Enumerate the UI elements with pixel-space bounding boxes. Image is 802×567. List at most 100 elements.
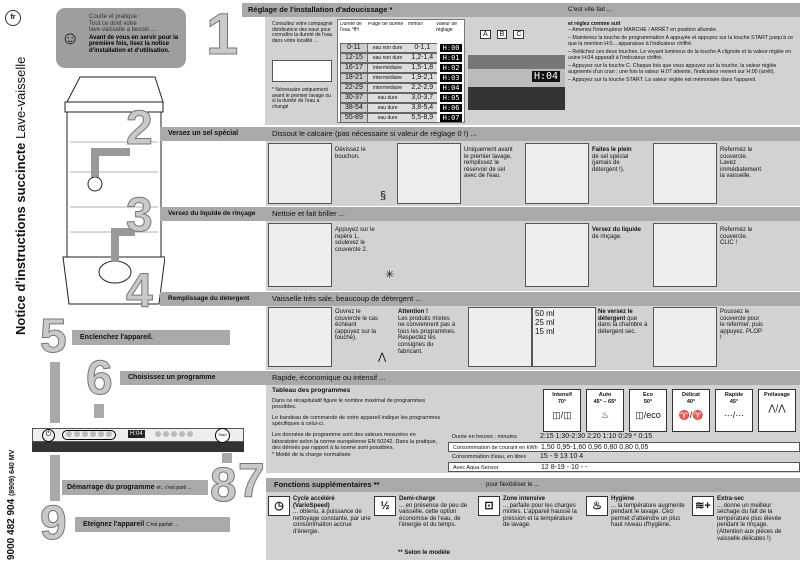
program-name: Prélavage xyxy=(764,392,790,398)
section-6-body xyxy=(266,385,800,473)
settings-panel-illustration: H:04 xyxy=(468,55,565,110)
key-b-button[interactable] xyxy=(487,72,495,80)
fill-water-image xyxy=(397,143,461,204)
step-number-9: 9 xyxy=(40,497,68,550)
start-button[interactable]: Start xyxy=(215,428,230,443)
hardness-cell: intermédiaire xyxy=(367,62,408,73)
function-text: Demi-charge... en présence de peu de vai… xyxy=(399,496,477,529)
section-5-label: Enclenchez l'appareil. xyxy=(72,330,230,345)
intro-line: Tout ce dont votre xyxy=(89,20,137,27)
hardness-cell: eau dure xyxy=(367,92,408,103)
paragraph: Dans ce récapitulatif figure le nombre m… xyxy=(272,397,426,411)
hardness-cell: H:04 xyxy=(440,83,462,92)
hardness-cell: 5,5-8,9 xyxy=(407,112,438,123)
close-cap-image xyxy=(653,143,717,204)
function-text: Hygiène... la température augmente penda… xyxy=(611,496,689,529)
hardness-cell: 22-29 xyxy=(340,82,368,93)
program-table-intro: Tableau des programmes Dans ce récapitul… xyxy=(272,387,442,458)
title-light: Lave-vaisselle xyxy=(13,56,28,140)
caption-text: de sel spécial (jamais de détergent !). xyxy=(592,153,629,173)
step-number-5: 5 xyxy=(40,310,68,363)
intro-line: Courte et pratique : xyxy=(89,14,141,20)
hardness-cell: 1,5-1,8 xyxy=(407,62,438,73)
caption-bold: Ne versez le détergent xyxy=(598,309,633,322)
program-buttons[interactable] xyxy=(62,430,116,440)
section-6-label: Choisissez un programme xyxy=(120,371,266,385)
function-desc: ... la température augmente pendant le l… xyxy=(611,502,685,529)
smiley-icon: ☺ xyxy=(61,28,80,48)
function-text: Extra-sec... donne un meilleur séchage d… xyxy=(717,496,795,542)
paragraph: * Moitié de la charge normalisée xyxy=(272,451,351,458)
product-code-suffix: (8909) 640 MV xyxy=(9,449,16,497)
hardness-cell: intermédiaire xyxy=(367,82,408,93)
section-3-header: Nettoie et fait briller ... xyxy=(266,207,800,221)
hygiene-icon: ♨ xyxy=(586,496,608,516)
intro-warning: Avant de vous en servir pour la première… xyxy=(89,34,179,54)
hardness-cell: 16-17 xyxy=(340,62,368,73)
half-load-icon: ½ xyxy=(374,496,396,516)
auto-icon: ♨ xyxy=(600,410,610,420)
hardness-cell: eau dure xyxy=(367,102,408,113)
measure-50ml: 50 ml xyxy=(535,309,555,318)
section-9-title: Eteignez l'appareil xyxy=(83,521,145,528)
hardness-cell: 30-37 xyxy=(340,92,368,103)
control-panel: ⏻ H:04 Start xyxy=(32,428,244,452)
intro-line: lave-vaisselle a besoin ... xyxy=(89,27,157,34)
row-label: Consommation d'eau, en litres xyxy=(452,454,527,460)
section-7-title: Fonctions supplémentaires ** xyxy=(274,480,380,489)
hardness-cell: 2,2-2,9 xyxy=(407,82,438,93)
section-9-label: Eteignez l'appareil C'est parfait ... xyxy=(75,517,230,532)
program-table-title: Tableau des programmes xyxy=(272,387,351,394)
power-button[interactable]: ⏻ xyxy=(42,429,55,442)
dishwasher-illustration xyxy=(62,76,165,305)
caption-bold: Versez du liquide xyxy=(592,227,642,233)
program-temp: 45° – 65° xyxy=(593,399,617,405)
section-8-subtitle: et ; c'est parti ... xyxy=(156,485,192,491)
hardness-cell: H:01 xyxy=(440,53,462,62)
instruction-item: – Appuyez sur la touche START. La valeur… xyxy=(568,77,757,83)
section-7-subtitle: pour flexibiliser le ... xyxy=(486,482,540,488)
document-title: Notice d'instructions succincte Lave-vai… xyxy=(13,57,28,335)
key-a-button[interactable] xyxy=(477,72,485,80)
caption-bold: Faites le plein xyxy=(592,147,632,153)
function-title: Zone intensive xyxy=(503,496,546,502)
hardness-cell: 12-15 xyxy=(340,52,368,63)
paragraph: Les données de programme sont des valeur… xyxy=(272,431,438,452)
hardness-note: * Nécessaire uniquement avant le premier… xyxy=(272,87,331,110)
hardness-header: mmol/l xyxy=(408,22,423,27)
attention-text: Les produits mixtes ne conviennent pas à… xyxy=(398,315,456,355)
row-values: 1,50 0,95-1,60 0,96 0,80 0,80 0,05 xyxy=(541,444,649,451)
program-temp: 50° xyxy=(643,399,653,405)
function-desc: ... donne un meilleur séchage du fait de… xyxy=(717,502,782,542)
caption: Refermez le couvercle. Lavez immédiateme… xyxy=(720,147,762,180)
fill-salt-image xyxy=(525,143,589,204)
glass-icon: ♈/♈ xyxy=(678,410,704,420)
section-3-label: Versez du liquide de rinçage xyxy=(160,207,266,221)
model-footnote: ** Selon le modèle xyxy=(398,550,451,556)
key-c-button[interactable] xyxy=(497,72,505,80)
salt-symbol-icon: § xyxy=(380,190,387,202)
instruction-item: – Amenez l'interrupteur MARCHE / ARRÊT e… xyxy=(568,27,718,33)
product-code: 9000 482 904 (8909) 640 MV xyxy=(6,450,17,560)
title-bold: Notice d'instructions succincte xyxy=(13,142,28,335)
step-number-7: 7 xyxy=(238,455,266,508)
language-badge: fr xyxy=(5,10,21,26)
hardness-cell: eau non dure xyxy=(367,42,408,53)
hardness-input-box[interactable] xyxy=(272,60,332,82)
program-temp: 70° xyxy=(557,399,567,405)
instruction-item: – Appuyez sur la touche C. Chaque fois q… xyxy=(568,63,777,75)
hardness-header: Valeur de réglage xyxy=(436,22,458,33)
row-values: 12 8-19 - 10 - - xyxy=(541,464,588,471)
program-name: Délicat xyxy=(681,392,701,398)
hardness-table: Dureté de l'eau °fH Plage de dureté mmol… xyxy=(337,19,465,123)
section-4-label: Remplissage du détergent xyxy=(160,292,266,306)
caption: Uniquement avant le premier lavage, remp… xyxy=(464,147,513,180)
hardness-header: Dureté de l'eau °fH xyxy=(340,22,362,33)
hardness-cell: H:02 xyxy=(440,63,462,72)
